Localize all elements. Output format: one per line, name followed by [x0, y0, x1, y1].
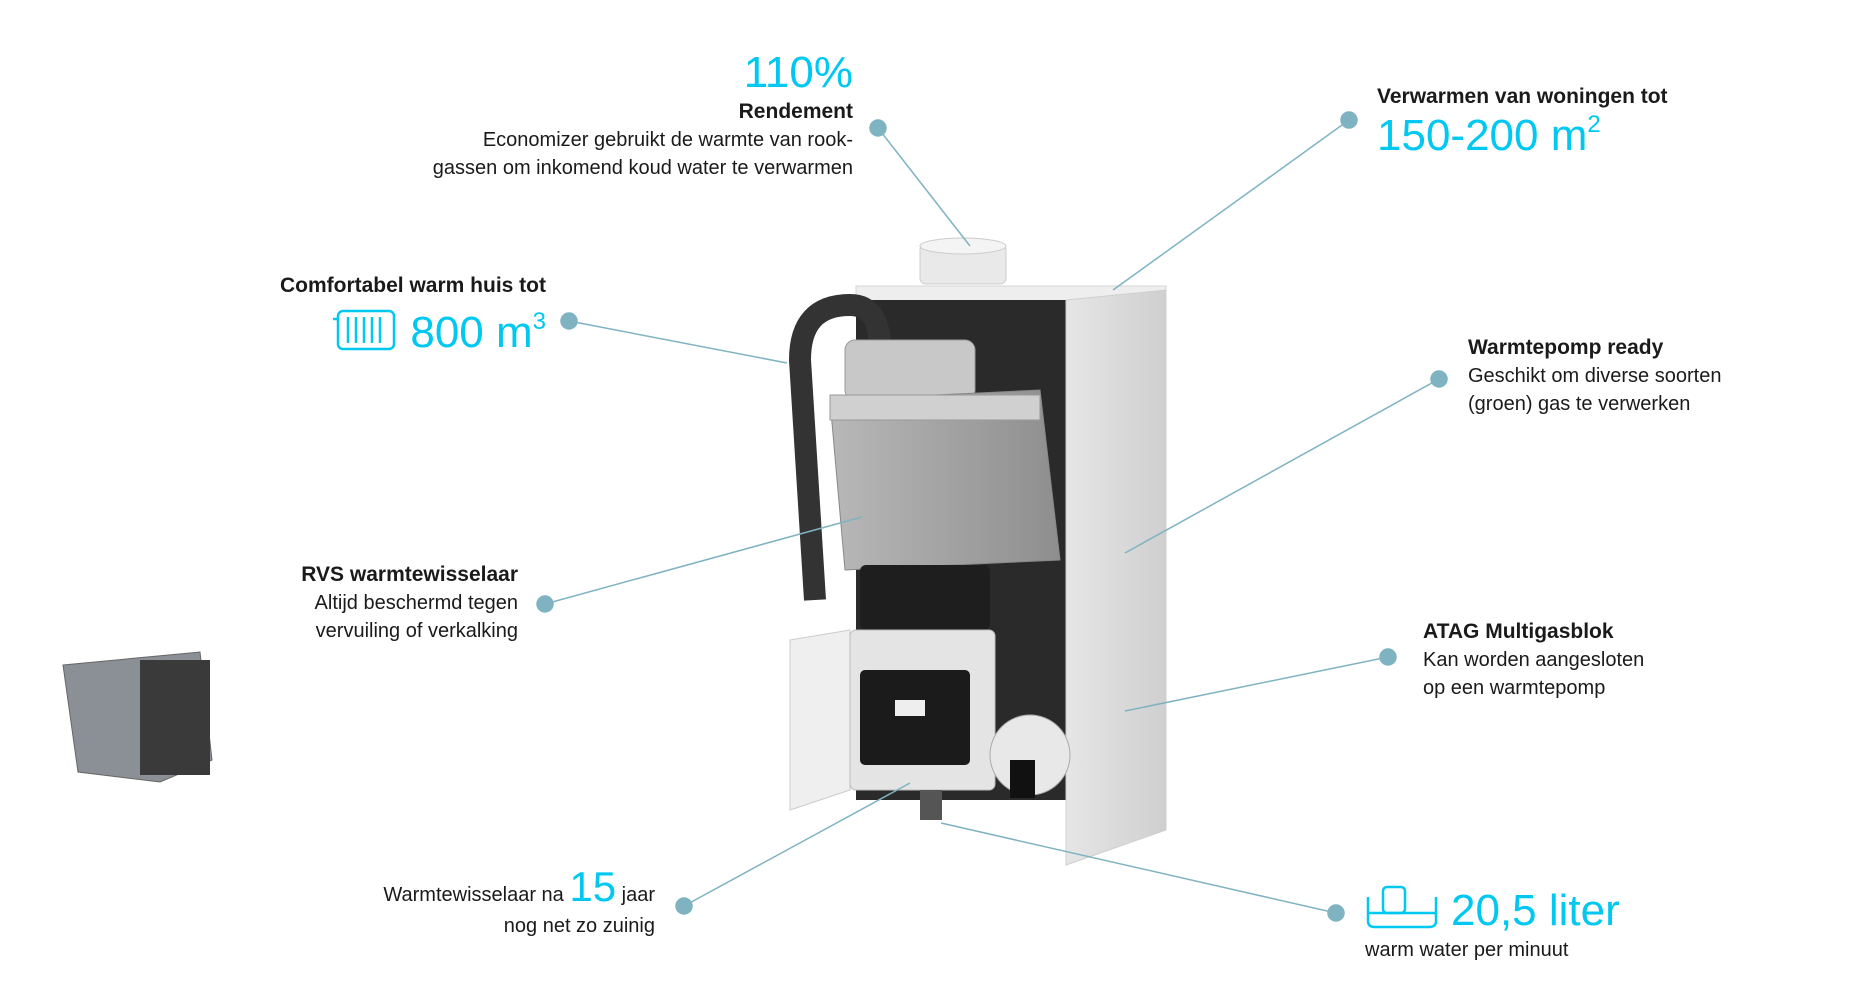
callout-heating: Verwarmen van woningen tot 150-200 m2 — [1377, 85, 1668, 160]
callout-gasblock: ATAG Multigasblok Kan worden aangesloten… — [1423, 620, 1645, 699]
callout-comfort: Comfortabel warm huis tot 800 m3 — [279, 274, 546, 357]
callout-dot — [536, 595, 554, 613]
callout-heatpump: Warmtepomp ready Geschikt om diverse soo… — [1468, 336, 1722, 415]
radiator-icon — [333, 309, 396, 351]
callout-dot — [1430, 370, 1448, 388]
callout-dot — [1327, 904, 1345, 922]
callout-hotwater: 20,5 liter warm water per minuut — [1365, 885, 1620, 961]
callout-efficiency: 110% Rendement Economizer gebruikt de wa… — [432, 48, 853, 179]
callout-exchanger: RVS warmtewisselaar Altijd beschermd teg… — [301, 563, 518, 642]
callout-dot — [675, 897, 693, 915]
callout-dot — [1340, 111, 1358, 129]
callout-dot — [1379, 648, 1397, 666]
callout-durability: Warmtewisselaar na 15 jaar nog net zo zu… — [383, 863, 655, 937]
callout-dot — [560, 312, 578, 330]
bathtub-icon — [1366, 885, 1438, 929]
callout-dot — [869, 119, 887, 137]
